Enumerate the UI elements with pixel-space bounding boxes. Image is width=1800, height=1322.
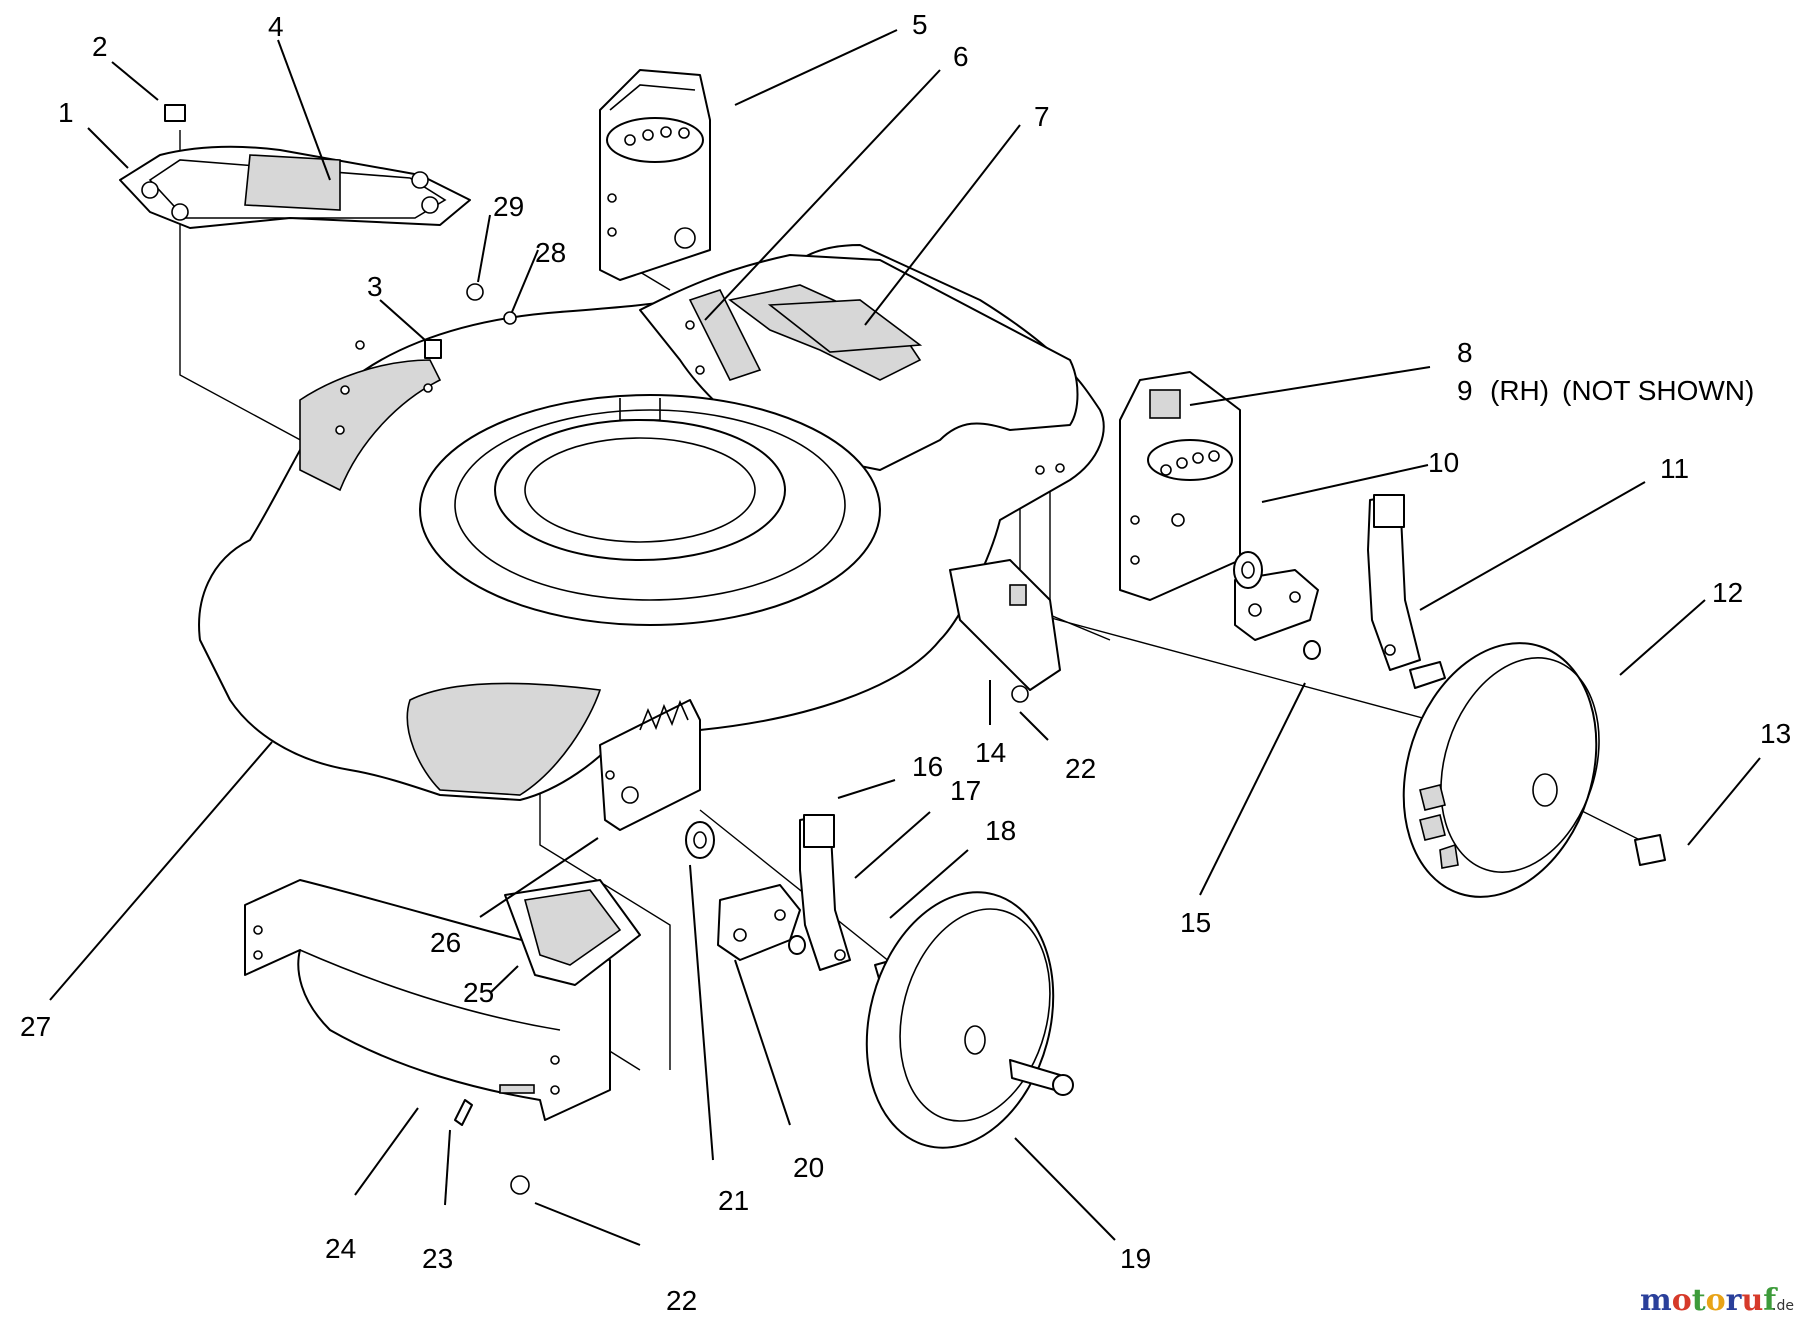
callout-1: 1 xyxy=(58,97,74,128)
front-pivot-arm xyxy=(717,884,801,961)
svg-text:motoruf: motoruf xyxy=(1640,1283,1778,1318)
callout-25: 25 xyxy=(463,977,494,1008)
front-skirt xyxy=(244,879,611,1121)
callout-5: 5 xyxy=(912,9,928,40)
watermark-logo: motoruf .de xyxy=(1640,1283,1794,1318)
skirt-screw xyxy=(454,1099,473,1126)
callout-28: 28 xyxy=(535,237,566,268)
callout-27: 27 xyxy=(20,1011,51,1042)
front-height-bracket xyxy=(599,699,701,831)
callouts: 1 2 3 4 5 6 7 8 9 (RH) (NOT SHOWN) 10 11… xyxy=(20,9,1791,1316)
deck-screw xyxy=(424,339,442,359)
watermark-letter: f xyxy=(1763,1283,1778,1318)
front-adjuster-lever xyxy=(799,814,851,971)
decal-7 xyxy=(767,299,923,353)
callout-10: 10 xyxy=(1428,447,1459,478)
mower-deck-housing xyxy=(198,244,1105,801)
callout-18: 18 xyxy=(985,815,1016,846)
leader-lines xyxy=(49,29,1761,1246)
callout-13: 13 xyxy=(1760,718,1791,749)
right-washer xyxy=(1233,551,1321,660)
skirt-spacer xyxy=(504,879,641,986)
front-washer xyxy=(685,821,806,955)
watermark-letter: t xyxy=(1692,1283,1706,1318)
watermark-letter: o xyxy=(1672,1283,1692,1318)
right-height-bracket xyxy=(1119,371,1241,601)
callout-11: 11 xyxy=(1660,453,1689,484)
callout-23: 23 xyxy=(422,1243,453,1274)
right-axle-bolt xyxy=(1634,834,1666,866)
callout-12: 12 xyxy=(1712,577,1743,608)
right-pivot-arm xyxy=(1234,569,1319,641)
callout-14: 14 xyxy=(975,737,1006,768)
callout-4: 4 xyxy=(268,11,284,42)
front-wheel xyxy=(865,891,1074,1149)
callout-8: 8 xyxy=(1457,337,1473,368)
rear-baffle-nut xyxy=(1011,685,1029,703)
callout-26: 26 xyxy=(430,927,461,958)
callout-17: 17 xyxy=(950,775,981,806)
callout-29: 29 xyxy=(493,191,524,222)
callout-6: 6 xyxy=(953,41,969,72)
callout-22-rear: 22 xyxy=(1065,753,1096,784)
rear-height-bracket xyxy=(599,69,711,281)
watermark-letter: o xyxy=(1706,1283,1726,1318)
right-adjuster-lever xyxy=(1367,494,1421,671)
watermark-letter: r xyxy=(1726,1283,1743,1318)
callout-16: 16 xyxy=(912,751,943,782)
decal-6 xyxy=(688,289,762,381)
warning-decal xyxy=(244,154,341,211)
callout-7: 7 xyxy=(1034,101,1050,132)
rear-baffle xyxy=(949,559,1061,691)
skirt-nut xyxy=(510,1175,530,1195)
callout-24: 24 xyxy=(325,1233,356,1264)
note-not-shown: (NOT SHOWN) xyxy=(1562,375,1754,406)
right-rear-wheel xyxy=(1402,642,1600,898)
callout-20: 20 xyxy=(793,1152,824,1183)
deck-bolt-29 xyxy=(466,283,484,301)
watermark-letter: u xyxy=(1741,1283,1763,1318)
callout-9: 9 xyxy=(1457,375,1473,406)
callout-19: 19 xyxy=(1120,1243,1151,1274)
callout-22-front: 22 xyxy=(666,1285,697,1316)
right-shoulder-bolt xyxy=(1409,661,1446,689)
callout-3: 3 xyxy=(367,271,383,302)
watermark-letter: m xyxy=(1640,1283,1672,1318)
callout-21: 21 xyxy=(718,1185,749,1216)
clip-nut xyxy=(164,104,186,122)
watermark-suffix: .de xyxy=(1772,1298,1794,1314)
note-rh: (RH) xyxy=(1490,375,1549,406)
callout-2: 2 xyxy=(92,31,108,62)
callout-15: 15 xyxy=(1180,907,1211,938)
deck-nut-28 xyxy=(503,311,517,325)
